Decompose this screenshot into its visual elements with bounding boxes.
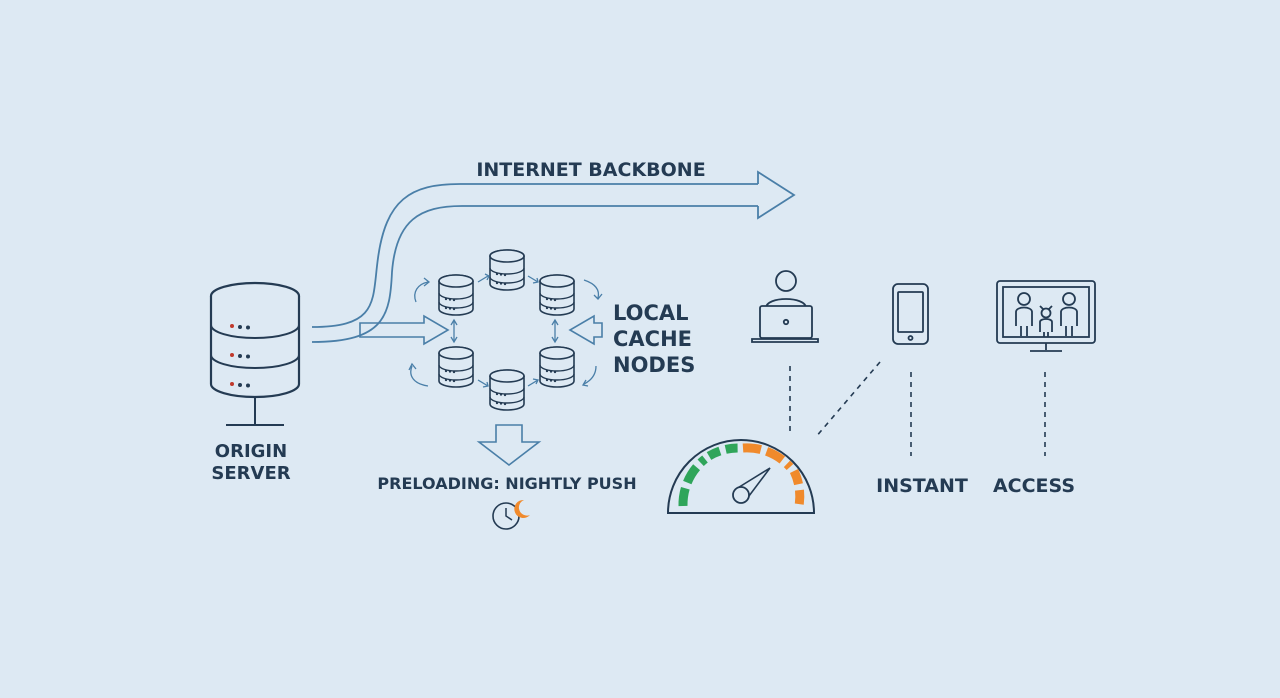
cache-node-icon: [539, 274, 575, 316]
origin-label-line1: ORIGIN: [215, 441, 287, 462]
cache-node-icon: [539, 346, 575, 388]
cache-sync-arrows: [408, 273, 603, 388]
cache-node-icon: [438, 346, 474, 388]
cache-node-icon: [438, 274, 474, 316]
gauge-needle: [732, 467, 771, 504]
internet-backbone-label: INTERNET BACKBONE: [476, 159, 705, 181]
preloading-label: PRELOADING: NIGHTLY PUSH: [377, 474, 636, 493]
preload-down-arrow: [476, 424, 542, 467]
device-connectors: [789, 361, 1046, 456]
laptop-user-icon: [751, 270, 819, 343]
access-label: ACCESS: [993, 475, 1075, 497]
arrow-cache-inbound-right: [568, 314, 603, 346]
smartphone-icon: [892, 283, 929, 345]
cache-node-icon: [489, 369, 525, 411]
cache-label-line1: LOCAL: [613, 301, 689, 325]
clock-moon-icon: [492, 499, 530, 530]
cache-node-icon: [489, 249, 525, 291]
internet-backbone-arrow: [311, 170, 796, 343]
speedometer-gauge-icon: [666, 439, 816, 514]
origin-server-icon: [209, 281, 301, 426]
instant-label: INSTANT: [876, 475, 968, 497]
origin-label-line2: SERVER: [211, 463, 290, 484]
cache-label-line2: CACHE: [613, 327, 692, 351]
family-tv-icon: [996, 280, 1096, 352]
arrow-origin-to-cache: [359, 314, 450, 346]
cache-node-cluster: [438, 249, 575, 411]
cache-label-line3: NODES: [613, 353, 695, 377]
